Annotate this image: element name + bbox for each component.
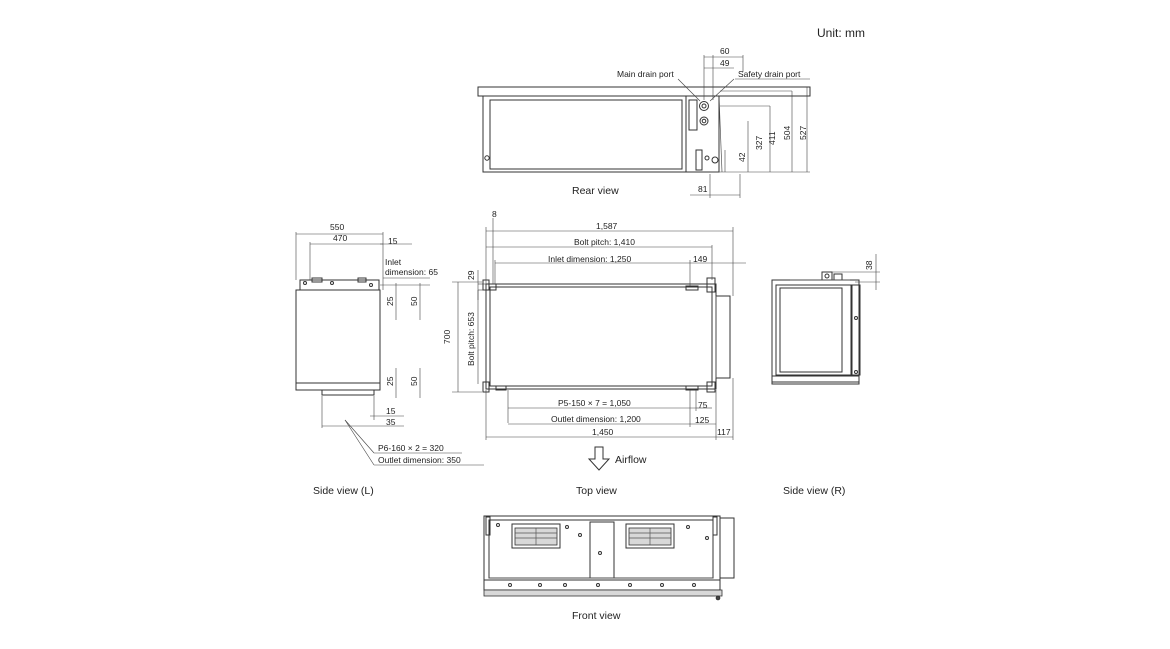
dim-117: 117	[717, 427, 731, 437]
rear-view: Main drain port Safety drain port 60 49 …	[477, 46, 811, 198]
dim-81: 81	[698, 184, 708, 194]
unit-label: Unit: mm	[817, 26, 865, 40]
front-view-title: Front view	[572, 610, 621, 622]
inlet-label-2: dimension: 65	[385, 267, 438, 277]
side-view-right: 38 Side view (R)	[771, 254, 880, 497]
safety-drain-port	[699, 116, 709, 126]
fan-outlet-left	[511, 523, 561, 549]
pitch-top: P5-150 × 7 = 1,050	[558, 398, 631, 408]
rear-view-title: Rear view	[572, 185, 619, 197]
side-view-left-title: Side view (L)	[313, 485, 374, 497]
dim-50-top: 50	[409, 296, 419, 306]
dim-700: 700	[442, 330, 452, 344]
dim-49: 49	[720, 58, 730, 68]
dim-50-bottom: 50	[409, 376, 419, 386]
inlet-label-1: Inlet	[385, 257, 402, 267]
dim-35: 35	[386, 417, 396, 427]
dim-1587: 1,587	[596, 221, 618, 231]
dim-125: 125	[695, 415, 709, 425]
dim-411: 411	[767, 131, 777, 145]
dim-550: 550	[330, 222, 344, 232]
dim-470: 470	[333, 233, 347, 243]
dim-15-top: 15	[388, 236, 398, 246]
inlet-dimension: Inlet dimension: 1,250	[548, 254, 631, 264]
main-drain-port-label: Main drain port	[617, 69, 674, 79]
fan-outlet-right	[625, 523, 675, 549]
dim-29: 29	[466, 270, 476, 280]
side-view-left: 550 470 15 Inlet dimension: 65 25 50 700…	[295, 222, 484, 497]
dim-149: 149	[693, 254, 707, 264]
dim-42: 42	[737, 152, 747, 162]
airflow-label: Airflow	[615, 454, 647, 466]
bolt-pitch-v: Bolt pitch: 653	[466, 312, 476, 366]
dim-504: 504	[782, 126, 792, 140]
dim-38: 38	[864, 260, 874, 270]
outlet-label: Outlet dimension: 350	[378, 455, 461, 465]
dim-75: 75	[698, 400, 708, 410]
dim-8: 8	[492, 209, 497, 219]
dim-25-bottom: 25	[385, 376, 395, 386]
outlet-dimension: Outlet dimension: 1,200	[551, 414, 641, 424]
dim-15-bottom: 15	[386, 406, 396, 416]
pitch-label: P6-160 × 2 = 320	[378, 443, 444, 453]
main-drain-port	[699, 101, 709, 111]
dim-1450: 1,450	[592, 427, 614, 437]
dim-25-top: 25	[385, 296, 395, 306]
front-view: Front view	[483, 515, 735, 622]
dim-60: 60	[720, 46, 730, 56]
safety-drain-port-label: Safety drain port	[738, 69, 801, 79]
dim-327: 327	[754, 136, 764, 150]
top-view: 8 1,587 Bolt pitch: 1,410 Inlet dimensio…	[466, 209, 746, 497]
airflow-arrow-icon	[587, 446, 611, 471]
side-view-right-title: Side view (R)	[783, 485, 845, 497]
dim-527: 527	[798, 126, 808, 140]
bolt-pitch-h: Bolt pitch: 1,410	[574, 237, 635, 247]
top-view-title: Top view	[576, 485, 617, 497]
